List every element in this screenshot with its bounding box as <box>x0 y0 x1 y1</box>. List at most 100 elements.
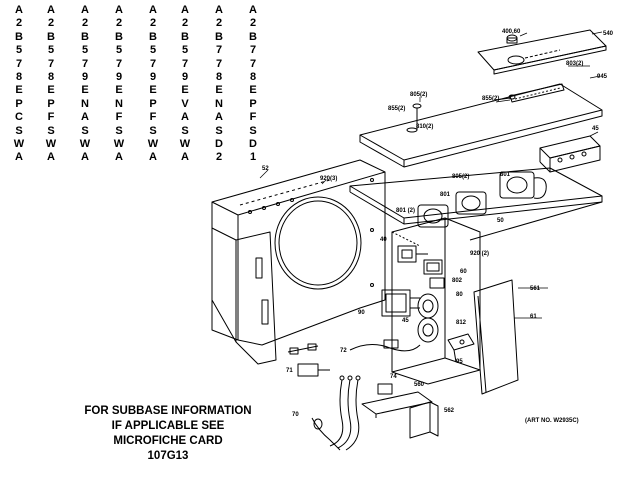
callout-540: 540 <box>603 31 614 37</box>
model-char: A <box>215 4 223 16</box>
model-char: W <box>113 138 125 151</box>
callout-812: 812 <box>456 320 467 326</box>
leader-lines <box>259 31 603 319</box>
model-char: 8 <box>15 71 23 84</box>
front-access-panel <box>473 279 519 395</box>
model-char: 5 <box>81 44 89 57</box>
model-char: W <box>13 138 25 151</box>
model-char: A <box>181 111 189 124</box>
model-char: P <box>47 97 55 110</box>
model-char: B <box>81 30 89 43</box>
model-char: A <box>15 4 23 16</box>
model-char: B <box>15 30 23 43</box>
relay-components <box>417 171 547 228</box>
callout-70: 70 <box>292 412 299 418</box>
model-char: 9 <box>115 71 123 84</box>
callout-561: 561 <box>530 286 541 292</box>
model-char: 7 <box>149 57 157 70</box>
model-char: B <box>215 30 223 43</box>
thermostat-component <box>423 259 445 289</box>
model-char: 5 <box>15 44 23 57</box>
model-char: 2 <box>215 151 223 164</box>
model-char: S <box>249 124 257 137</box>
model-char: 7 <box>215 44 223 57</box>
model-char: E <box>15 84 23 97</box>
model-char: 7 <box>249 44 257 57</box>
callout-805b: 805(2) <box>452 174 469 180</box>
model-char: A <box>115 151 123 164</box>
callout-72: 72 <box>340 348 347 354</box>
model-char: P <box>15 97 23 110</box>
model-char: 7 <box>181 57 189 70</box>
model-char: A <box>249 4 257 16</box>
note-line-4: 107G13 <box>147 450 189 462</box>
model-char: P <box>249 97 257 110</box>
model-char: 2 <box>115 17 123 30</box>
model-char: B <box>181 30 189 43</box>
model-char: 5 <box>115 44 123 57</box>
callout-855: 855(2) <box>482 96 499 102</box>
callout-labels: 400,60 540 803(2) 945 805(2) 855(2) 855(… <box>262 29 614 418</box>
model-char: 2 <box>15 17 23 30</box>
callout-80: 80 <box>456 292 463 298</box>
model-char: E <box>249 84 257 97</box>
callout-805: 805(2) <box>410 92 427 98</box>
callout-945: 945 <box>597 74 608 80</box>
model-char: S <box>115 124 123 137</box>
model-char: F <box>249 111 257 124</box>
callout-52: 52 <box>262 166 269 172</box>
model-char: E <box>81 84 89 97</box>
callout-920b: 920 (2) <box>470 251 489 257</box>
model-char: A <box>81 111 89 124</box>
callout-74: 74 <box>390 374 397 380</box>
base-pan <box>349 167 603 241</box>
model-char: F <box>47 111 55 124</box>
terminal-block <box>539 135 601 173</box>
callout-40: 40 <box>380 237 387 243</box>
model-char: P <box>149 97 157 110</box>
note-line-3: MICROFICHE CARD <box>113 435 223 447</box>
model-char: A <box>149 151 157 164</box>
callout-920: 920(3) <box>320 176 337 182</box>
model-char: 7 <box>47 57 55 70</box>
model-char: W <box>147 138 159 151</box>
model-char: 7 <box>15 57 23 70</box>
callout-802: 802 <box>452 278 463 284</box>
callout-60: 60 <box>460 269 467 275</box>
top-plenum-panel <box>359 83 603 168</box>
model-char: E <box>215 84 223 97</box>
model-char: F <box>149 111 157 124</box>
model-char: C <box>15 111 23 124</box>
model-char: W <box>79 138 91 151</box>
callout-562: 562 <box>444 408 455 414</box>
model-char: 9 <box>149 71 157 84</box>
callout-71: 71 <box>286 368 293 374</box>
model-char: 7 <box>249 57 257 70</box>
model-char: A <box>181 151 189 164</box>
left-side-panel <box>211 227 277 365</box>
model-char: A <box>115 4 123 16</box>
model-char: A <box>47 151 55 164</box>
knob-part <box>506 34 518 44</box>
model-char: B <box>249 30 257 43</box>
model-char: 8 <box>47 71 55 84</box>
model-char: 2 <box>215 17 223 30</box>
model-char: E <box>47 84 55 97</box>
callout-45: 45 <box>592 126 599 132</box>
screw-parts <box>406 94 516 133</box>
model-char: S <box>215 124 223 137</box>
model-char: 7 <box>115 57 123 70</box>
power-cord <box>297 363 361 451</box>
art-reference: (ART NO. W2935C) <box>525 418 579 424</box>
model-char: 5 <box>149 44 157 57</box>
model-char: 9 <box>81 71 89 84</box>
model-char: A <box>215 111 223 124</box>
callout-855b: 855(2) <box>388 106 405 112</box>
